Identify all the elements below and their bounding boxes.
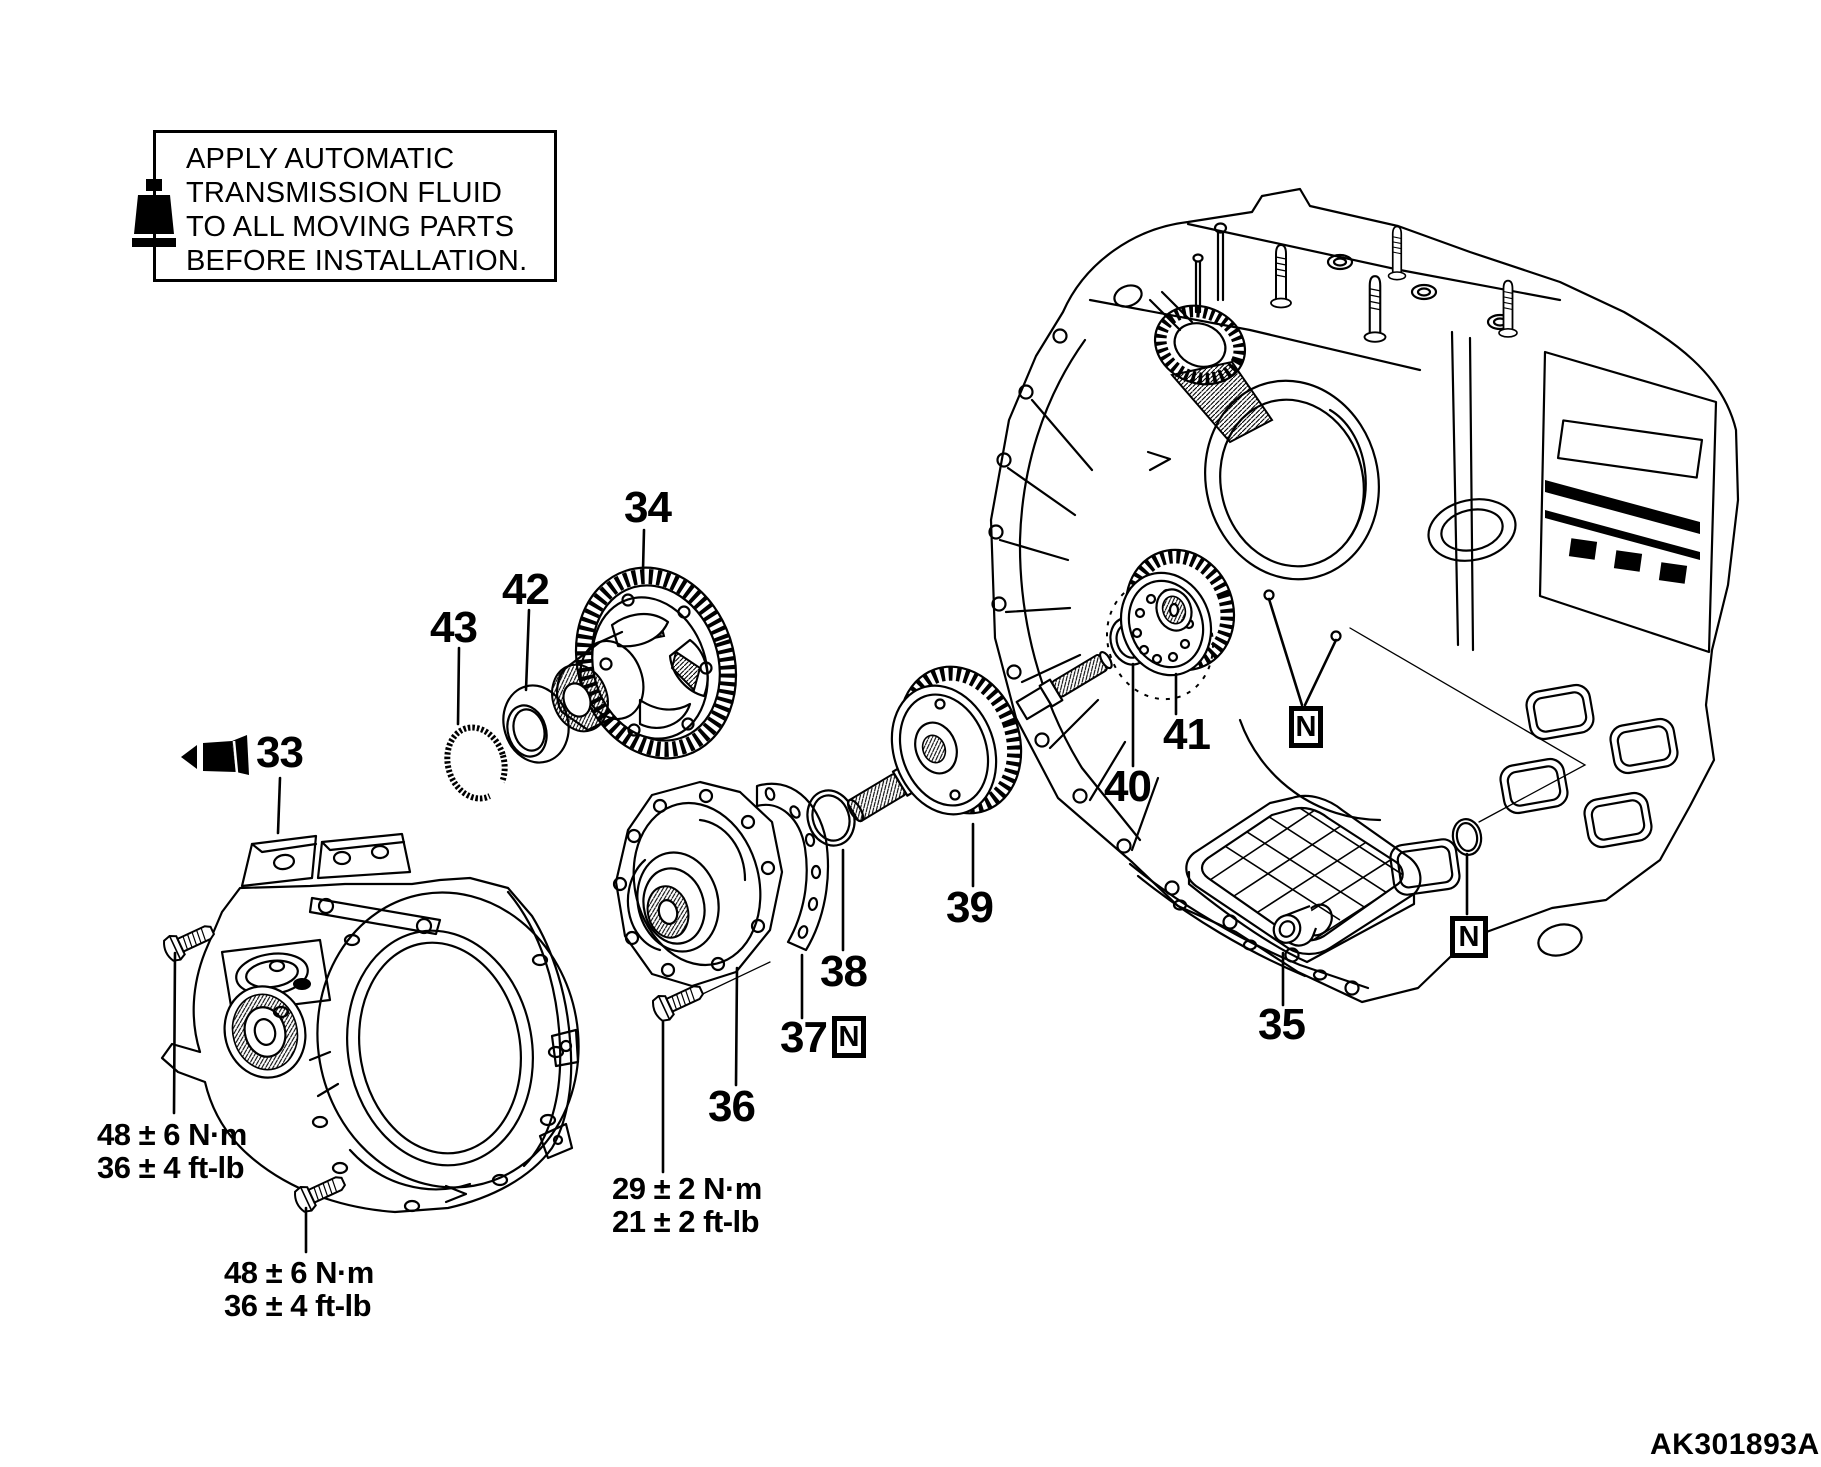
torque-spec-3: 29 ± 2 N·m 21 ± 2 ft-lb [612, 1172, 762, 1238]
note-line: BEFORE INSTALLATION. [186, 245, 528, 277]
torque-spec-2: 48 ± 6 N·m 36 ± 4 ft-lb [224, 1256, 374, 1322]
torque-metric: 48 ± 6 N·m [224, 1255, 374, 1290]
snap-ring-drawing [444, 724, 520, 816]
oil-pump-drawing [612, 780, 784, 1001]
callout-38: 38 [820, 947, 868, 996]
leader-lines [172, 528, 1469, 1254]
flange-bolt-b [290, 1168, 350, 1216]
note-line: TO ALL MOVING PARTS [186, 211, 515, 243]
callout-40: 40 [1104, 762, 1152, 811]
o-ring-38-drawing [806, 789, 856, 847]
figure-code: AK301893A [1650, 1428, 1820, 1461]
callout-37: 37 [780, 1013, 828, 1062]
new-part-badge: N [831, 1016, 866, 1058]
torque-imperial: 36 ± 4 ft-lb [97, 1150, 245, 1185]
o-ring-n-drawing [1451, 818, 1483, 856]
torque-metric: 29 ± 2 N·m [612, 1171, 762, 1206]
torque-imperial: 36 ± 4 ft-lb [224, 1288, 372, 1323]
callout-36: 36 [708, 1082, 756, 1131]
note-line: APPLY AUTOMATIC [186, 143, 455, 175]
differential-assembly-drawing [551, 566, 738, 760]
torque-imperial: 21 ± 2 ft-lb [612, 1204, 760, 1239]
callout-37-group: 37 N [780, 1016, 866, 1060]
driven-gear-drawing [1106, 548, 1236, 701]
oil-strainer-drawing [1185, 794, 1422, 964]
new-part-badge: N [1450, 916, 1488, 958]
transmission-case-drawing [988, 187, 1740, 1004]
clutch-housing-drawing [160, 832, 580, 1214]
output-shaft-drawing [846, 650, 1113, 823]
pump-bolt-c [648, 977, 708, 1025]
callout-42: 42 [502, 565, 550, 614]
callout-39: 39 [946, 883, 994, 932]
note-box: APPLY AUTOMATIC TRANSMISSION FLUID TO AL… [153, 130, 557, 282]
new-part-badge: N [1289, 706, 1323, 748]
callout-33: 33 [256, 728, 304, 777]
torque-metric: 48 ± 6 N·m [97, 1117, 247, 1152]
callout-43: 43 [430, 603, 478, 652]
new-part-leader-lines [1263, 589, 1587, 823]
sealant-tube-icon [181, 735, 249, 775]
callout-34: 34 [624, 483, 672, 532]
torque-spec-1: 48 ± 6 N·m 36 ± 4 ft-lb [97, 1118, 247, 1184]
callout-41: 41 [1163, 710, 1211, 759]
callout-35: 35 [1258, 1000, 1306, 1049]
note-line: TRANSMISSION FLUID [186, 177, 503, 209]
